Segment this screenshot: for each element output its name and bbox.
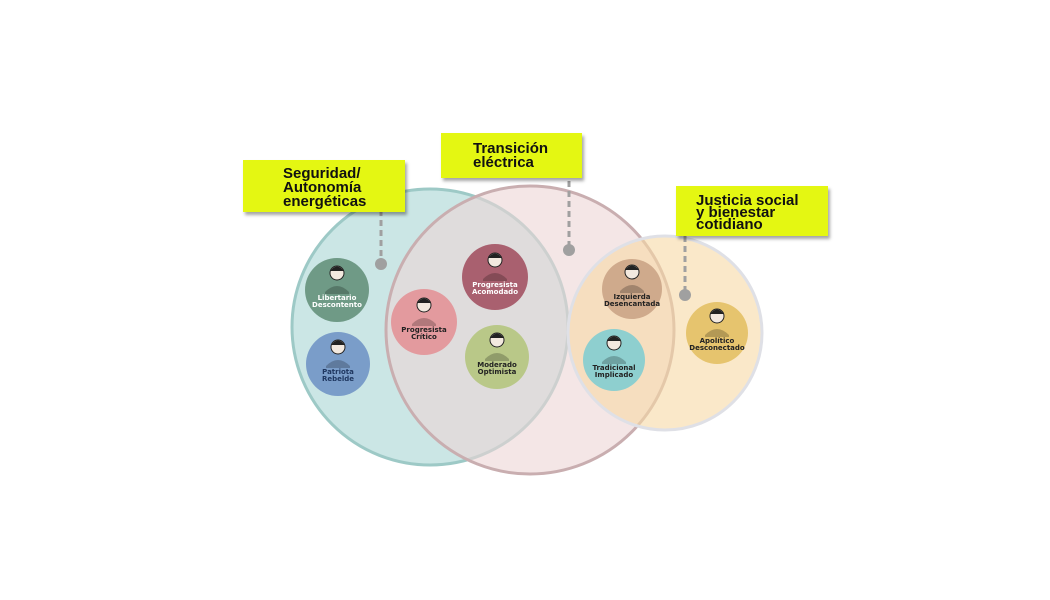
- persona-label-line: Crítico: [411, 333, 437, 341]
- persona-label-line: Optimista: [477, 368, 517, 376]
- persona-label-line: Patriota: [322, 368, 354, 376]
- theme-line: Transición: [473, 140, 549, 157]
- persona-label-line: Libertario: [317, 294, 357, 302]
- theme-label-seguridad: Seguridad/ Autonomía energéticas: [243, 160, 405, 212]
- theme-line: Seguridad/: [283, 165, 361, 182]
- persona-label-line: Desencantada: [603, 300, 661, 308]
- persona-label-line: Moderado: [477, 361, 517, 369]
- theme-label-justicia: Justicia social y bienestar cotidiano: [676, 186, 828, 236]
- theme-line: y bienestar: [696, 204, 776, 221]
- theme-line: energéticas: [283, 193, 367, 210]
- persona-label-line: Progresista: [401, 326, 447, 334]
- persona-label-line: Implicado: [594, 371, 634, 379]
- person-avatar-icon: [326, 339, 350, 368]
- persona-label-line: Descontento: [312, 301, 362, 309]
- person-avatar-icon: [325, 265, 349, 294]
- theme-label-transicion: Transición eléctrica: [441, 133, 582, 178]
- theme-line: eléctrica: [473, 154, 534, 171]
- person-avatar-icon: [483, 252, 507, 281]
- persona-label-line: Desconectado: [689, 344, 745, 352]
- persona-label-line: Izquierda: [613, 293, 651, 301]
- theme-line: Justicia social: [696, 192, 799, 209]
- person-avatar-icon: [485, 332, 509, 361]
- person-avatar-icon: [412, 297, 436, 326]
- persona-label-line: Progresista: [472, 281, 518, 289]
- persona-label-line: Rebelde: [321, 375, 355, 383]
- persona-label-line: Apolítico: [699, 337, 735, 345]
- person-avatar-icon: [705, 308, 729, 337]
- persona-label-line: Tradicional: [592, 364, 636, 372]
- theme-line: cotidiano: [696, 216, 763, 233]
- person-avatar-icon: [620, 264, 644, 293]
- persona-label-line: Acomodado: [471, 288, 519, 296]
- person-avatar-icon: [602, 335, 626, 364]
- theme-line: Autonomía: [283, 179, 362, 196]
